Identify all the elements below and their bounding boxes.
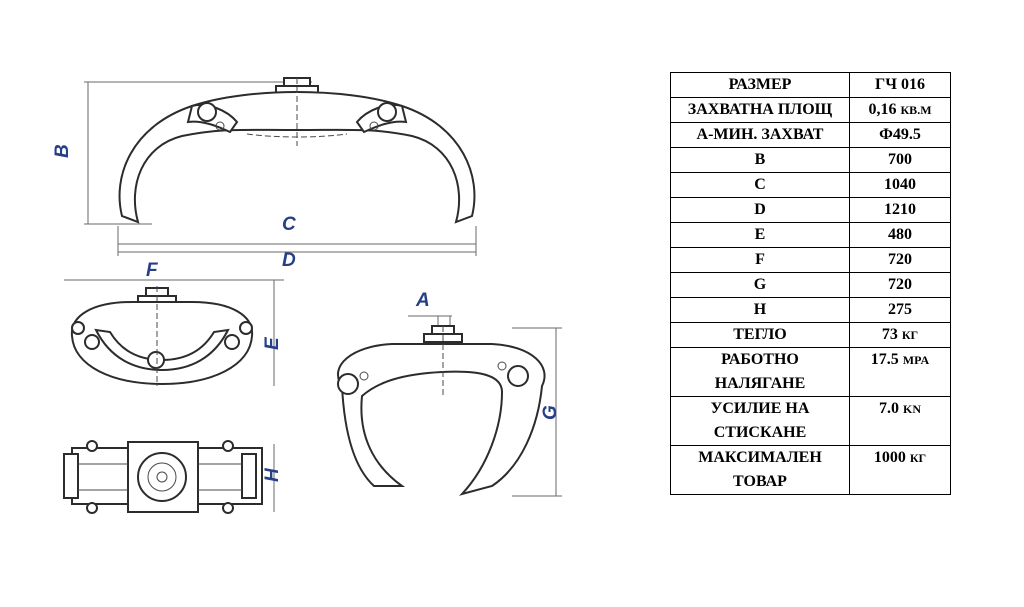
spec-value: 480: [849, 222, 951, 248]
spec-label: H: [670, 297, 850, 323]
spec-value: 73 КГ: [849, 322, 951, 348]
spec-unit: MPA: [902, 353, 930, 367]
spec-label: D: [670, 197, 850, 223]
spec-label: F: [670, 247, 850, 273]
table-row: D 1210: [670, 197, 951, 223]
spec-value: 17.5 MPA: [849, 347, 951, 397]
spec-value: 700: [849, 147, 951, 173]
spec-label: УСИЛИЕ НА СТИСКАНЕ: [670, 396, 850, 446]
table-row: А-МИН. ЗАХВАТ Ф49.5: [670, 122, 951, 148]
dim-letter-b: B: [52, 144, 73, 158]
front-view-open: [84, 77, 477, 256]
table-row: E 480: [670, 222, 951, 248]
table-row: F 720: [670, 247, 951, 273]
grapple-drawing: B C D F E A G H: [52, 66, 592, 546]
spec-unit: КГ: [909, 451, 927, 465]
spec-unit: КГ: [901, 328, 919, 342]
table-row: РАБОТНО НАЛЯГАНЕ 17.5 MPA: [670, 347, 951, 397]
spec-value: ГЧ 016: [849, 72, 951, 98]
spec-value: 720: [849, 247, 951, 273]
spec-unit: КВ.М: [900, 103, 932, 117]
table-row: ЗАХВАТНА ПЛОЩ 0,16 КВ.М: [670, 97, 951, 123]
table-row: РАЗМЕР ГЧ 016: [670, 72, 951, 98]
dim-letter-a: A: [415, 290, 430, 311]
table-row: УСИЛИЕ НА СТИСКАНЕ 7.0 KN: [670, 396, 951, 446]
spec-label: РАБОТНО НАЛЯГАНЕ: [670, 347, 850, 397]
spec-label: B: [670, 147, 850, 173]
spec-value: 0,16 КВ.М: [849, 97, 951, 123]
top-view: [63, 440, 275, 514]
table-row: H 275: [670, 297, 951, 323]
table-row: ТЕГЛО 73 КГ: [670, 322, 951, 348]
table-row: C 1040: [670, 172, 951, 198]
side-view: [336, 315, 562, 497]
table-row: B 700: [670, 147, 951, 173]
spec-label: E: [670, 222, 850, 248]
dim-letter-d: D: [282, 250, 296, 271]
spec-value: Ф49.5: [849, 122, 951, 148]
table-row: G 720: [670, 272, 951, 298]
spec-value: 1210: [849, 197, 951, 223]
spec-value: 275: [849, 297, 951, 323]
spec-value: 720: [849, 272, 951, 298]
spec-value: 1040: [849, 172, 951, 198]
spec-unit: KN: [903, 402, 921, 416]
dim-letter-c: C: [282, 214, 296, 235]
dim-letter-h: H: [262, 467, 283, 482]
spec-label: ЗАХВАТНА ПЛОЩ: [670, 97, 850, 123]
dim-letter-f: F: [146, 260, 159, 281]
front-view-closed: [64, 279, 284, 386]
spec-label: ТЕГЛО: [670, 322, 850, 348]
spec-value: 1000 КГ: [849, 445, 951, 495]
spec-table: РАЗМЕР ГЧ 016 ЗАХВАТНА ПЛОЩ 0,16 КВ.М А-…: [670, 72, 951, 495]
spec-label: C: [670, 172, 850, 198]
spec-label: G: [670, 272, 850, 298]
spec-value: 7.0 KN: [849, 396, 951, 446]
spec-label: РАЗМЕР: [670, 72, 850, 98]
dim-letter-g: G: [540, 405, 561, 420]
table-row: МАКСИМАЛЕН ТОВАР 1000 КГ: [670, 445, 951, 495]
spec-label: А-МИН. ЗАХВАТ: [670, 122, 850, 148]
spec-label: МАКСИМАЛЕН ТОВАР: [670, 445, 850, 495]
grapple-drawing-svg: B C D F E A G H: [52, 77, 562, 514]
dim-letter-e: E: [262, 336, 283, 350]
